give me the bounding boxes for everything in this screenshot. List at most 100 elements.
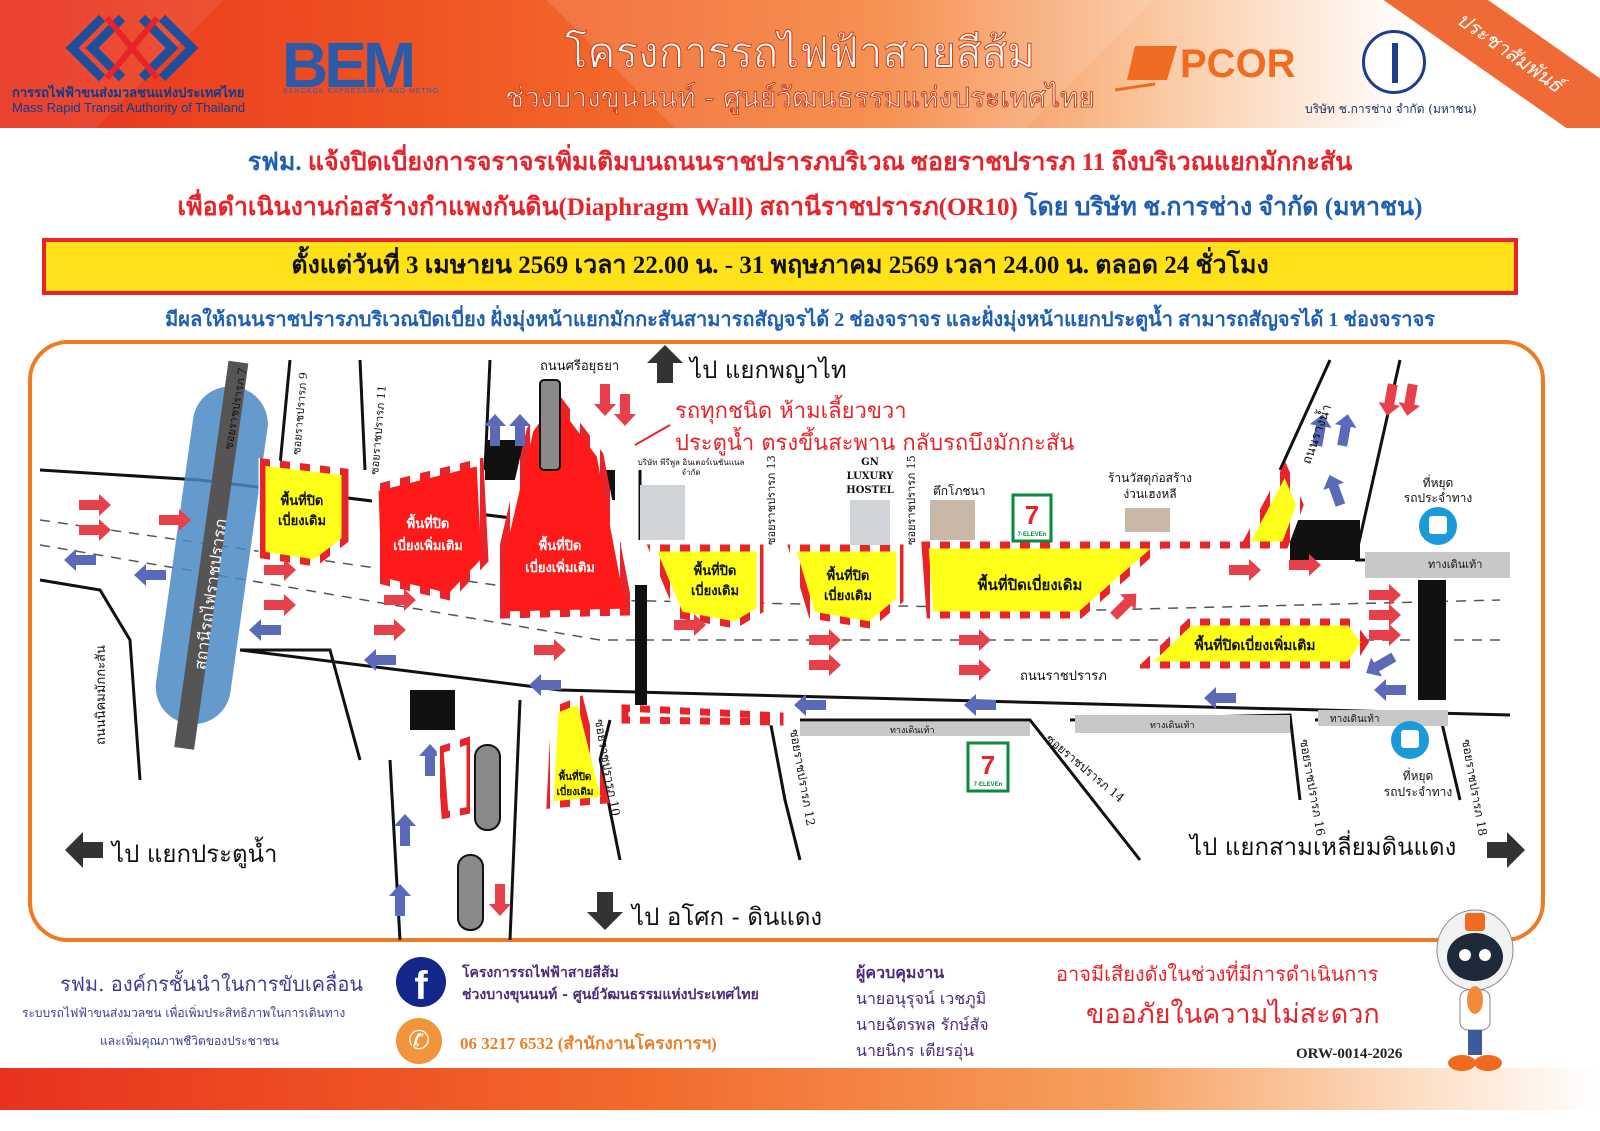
traffic-arrow-icon [809, 654, 841, 676]
closure-label: เบี่ยงเพิ่มเติม [525, 558, 595, 576]
warning-line-2: ประตูน้ำ ตรงขึ้นสะพาน กลับรถบึงมักกะสัน [675, 427, 1074, 456]
header-banner: การรถไฟฟ้าขนส่งมวลชนแห่งประเทศไทย Mass R… [0, 0, 1600, 128]
closure-label: พื้นที่ปิด [827, 565, 870, 584]
closure-label: พื้นที่ปิด [694, 560, 737, 579]
apology: ขออภัยในความไม่สะดวก [1086, 999, 1380, 1030]
traffic-arrow-icon [614, 394, 636, 426]
map-shape [474, 744, 501, 831]
footer-slogan: รฟม. องค์กรชั้นนำในการขับเคลื่อน [60, 972, 363, 996]
closure-label: พื้นที่ปิดเบี่ยงเพิ่มเติม [1194, 634, 1315, 654]
facebook-page[interactable]: โครงการรถไฟฟ้าสายสีส้มช่วงบางขุนนนท์ - ศ… [462, 962, 759, 1006]
road-label-soi15: ซอยราชปรารภ 15 [905, 455, 918, 545]
direction-west-label: ไป แยกประตูน้ำ [110, 836, 277, 869]
road-label-soi13: ซอยราชปรารภ 13 [765, 455, 778, 545]
closure-existing [1239, 461, 1304, 549]
facebook-line-1: โครงการรถไฟฟ้าสายสีส้ม [462, 965, 619, 981]
traffic-arrow-icon [587, 892, 623, 930]
direction-east-label: ไป แยกสามเหลี่ยมดินแดง [1188, 830, 1456, 861]
traffic-arrow-icon [647, 345, 683, 383]
supervisor-name: นายนิกร เตียรอุ่น [856, 1041, 974, 1060]
seven-eleven-icon: 7 7-ELEVEn [966, 741, 1010, 793]
traffic-arrow-icon [389, 884, 411, 916]
contractor-caption: บริษัท ช.การช่าง จำกัด (มหาชน) [1305, 102, 1477, 116]
company-label-box: บริษัท พีรีพูล อินเตอร์เนชั่นแนล จำกัด [637, 458, 745, 477]
crosswalks [410, 440, 1446, 730]
mrta-name-en: Mass Rapid Transit Authority of Thailand [12, 100, 246, 115]
map-shape [174, 360, 249, 750]
mrta-name-th: การรถไฟฟ้าขนส่งมวลชนแห่งประเทศไทย [12, 86, 245, 101]
mascot-icon [1436, 909, 1514, 1071]
traffic-arrow-icon [594, 384, 616, 416]
closure-existing [921, 541, 1170, 619]
map-shape [1418, 580, 1446, 700]
phone-number[interactable]: 06 3217 6532 (สำนักงานโครงการฯ) [460, 1034, 717, 1053]
building-icon [1125, 508, 1170, 532]
map-shape [410, 690, 455, 730]
warning-line-1: รถทุกชนิด ห้ามเลี้ยวขวา [675, 395, 907, 424]
sidewalk-label: ทางเดินเท้า [1150, 720, 1195, 731]
company-label: บริษัท พีรีพูล อินเตอร์เนชั่นแนล จำกัด [637, 458, 745, 477]
map-shape [966, 741, 1010, 793]
median-barriers [457, 379, 561, 931]
supervisors: ผู้ควบคุมงาน นายอนุรุจน์ เวชภูมิ นายฉัตร… [856, 960, 989, 1064]
closure-label: พื้นที่ปิด [539, 535, 582, 554]
road-label-ratchaprarop: ถนนราชปรารภ [1020, 669, 1107, 684]
noise-notice: อาจมีเสียงดังในช่วงที่มีการดำเนินการ [1056, 962, 1379, 986]
supervisor-name: นายอนุรุจน์ เวชภูมิ [856, 989, 987, 1008]
airport-rail-station: สถานีรถไฟราชปรารภ [155, 360, 268, 750]
traffic-arrow-icon [489, 884, 511, 916]
traffic-arrow-icon [264, 594, 296, 616]
store-label: ร้านวัสดุก่อสร้าง [1108, 471, 1192, 486]
closure-label: เบี่ยงเพิ่มเติม [393, 536, 463, 554]
traffic-arrow-icon [249, 619, 281, 641]
contractor-text: โดย บริษัท ช.การช่าง จำกัด (มหาชน) [1017, 194, 1423, 221]
pcor-logo: PCOR [1180, 42, 1296, 86]
direction-south-label: ไป อโศก - ดินแดง [630, 903, 822, 931]
notice-line-2-text: เพื่อดำเนินงานก่อสร้างกำแพงกันดิน(Diaphr… [177, 194, 1018, 221]
map-shape [621, 704, 784, 726]
traffic-arrow-icon [1229, 559, 1261, 581]
map-shape [539, 379, 561, 471]
closure-label: เบี่ยงเดิม [556, 784, 593, 798]
seven-eleven-label: 7-ELEVEn [974, 782, 1003, 788]
traffic-arrow-icon [134, 564, 166, 586]
bus-stop-ne: ที่หยุด รถประจำทาง [1404, 474, 1472, 545]
building-icon [930, 500, 975, 540]
traffic-arrow-icon [1360, 647, 1400, 683]
traffic-arrow-icon [959, 629, 991, 651]
map-label: ที่หยุด [1423, 474, 1454, 491]
closure-existing [787, 544, 904, 629]
map-shape [768, 719, 802, 861]
map-shape: ถนนราชปรารภ ถนนศรีอยุธยา ถนนรางน้ำ ถนนนิ… [94, 358, 1490, 837]
closure-label: พื้นที่ปิดเบี่ยงเดิม [978, 573, 1083, 594]
map-shape [436, 735, 474, 820]
map-shape [1011, 493, 1053, 543]
traffic-arrow-icon [529, 674, 561, 696]
map-shape [800, 722, 1030, 736]
hostel-label: LUXURY [847, 471, 895, 482]
train-icon [1115, 46, 1177, 92]
seven-eleven-label: 7-ELEVEn [1018, 532, 1047, 538]
road-label-si-ayutthaya: ถนนศรีอยุธยา [540, 358, 619, 374]
landmarks: บริษัท พีรีพูล อินเตอร์เนชั่นแนล จำกัด G… [637, 457, 1192, 793]
project-section: ช่วงบางขุนนนท์ - ศูนย์วัฒนธรรมแห่งประเทศ… [505, 81, 1096, 115]
map-shape [278, 359, 292, 466]
map-shape [1290, 520, 1360, 560]
map-label: 7 [1025, 500, 1039, 530]
map-shape [1075, 715, 1290, 733]
road-label-nikhom-makkasan: ถนนนิคมมักกะสัน [94, 645, 109, 745]
building-icon [640, 485, 685, 540]
mrta-abbr: รฟม. [247, 149, 302, 176]
facebook-icon[interactable]: f [396, 957, 446, 1008]
traffic-arrow-icon [1487, 832, 1525, 868]
traffic-arrow-icon [384, 589, 416, 611]
store-label: ง่วนเฮงหลี [1123, 487, 1176, 501]
road-label-rang-nam: ถนนรางน้ำ [1297, 402, 1335, 467]
road-label-soi12: ซอยราชปรารภ 12 [787, 728, 818, 827]
map-label: 7 [981, 750, 995, 780]
map-shape [358, 359, 367, 471]
closure-existing [646, 544, 764, 629]
notice-line-2: เพื่อดำเนินงานก่อสร้างกำแพงกันดิน(Diaphr… [0, 187, 1600, 227]
traffic-arrow-icon [79, 519, 111, 541]
map-shape [508, 699, 522, 941]
